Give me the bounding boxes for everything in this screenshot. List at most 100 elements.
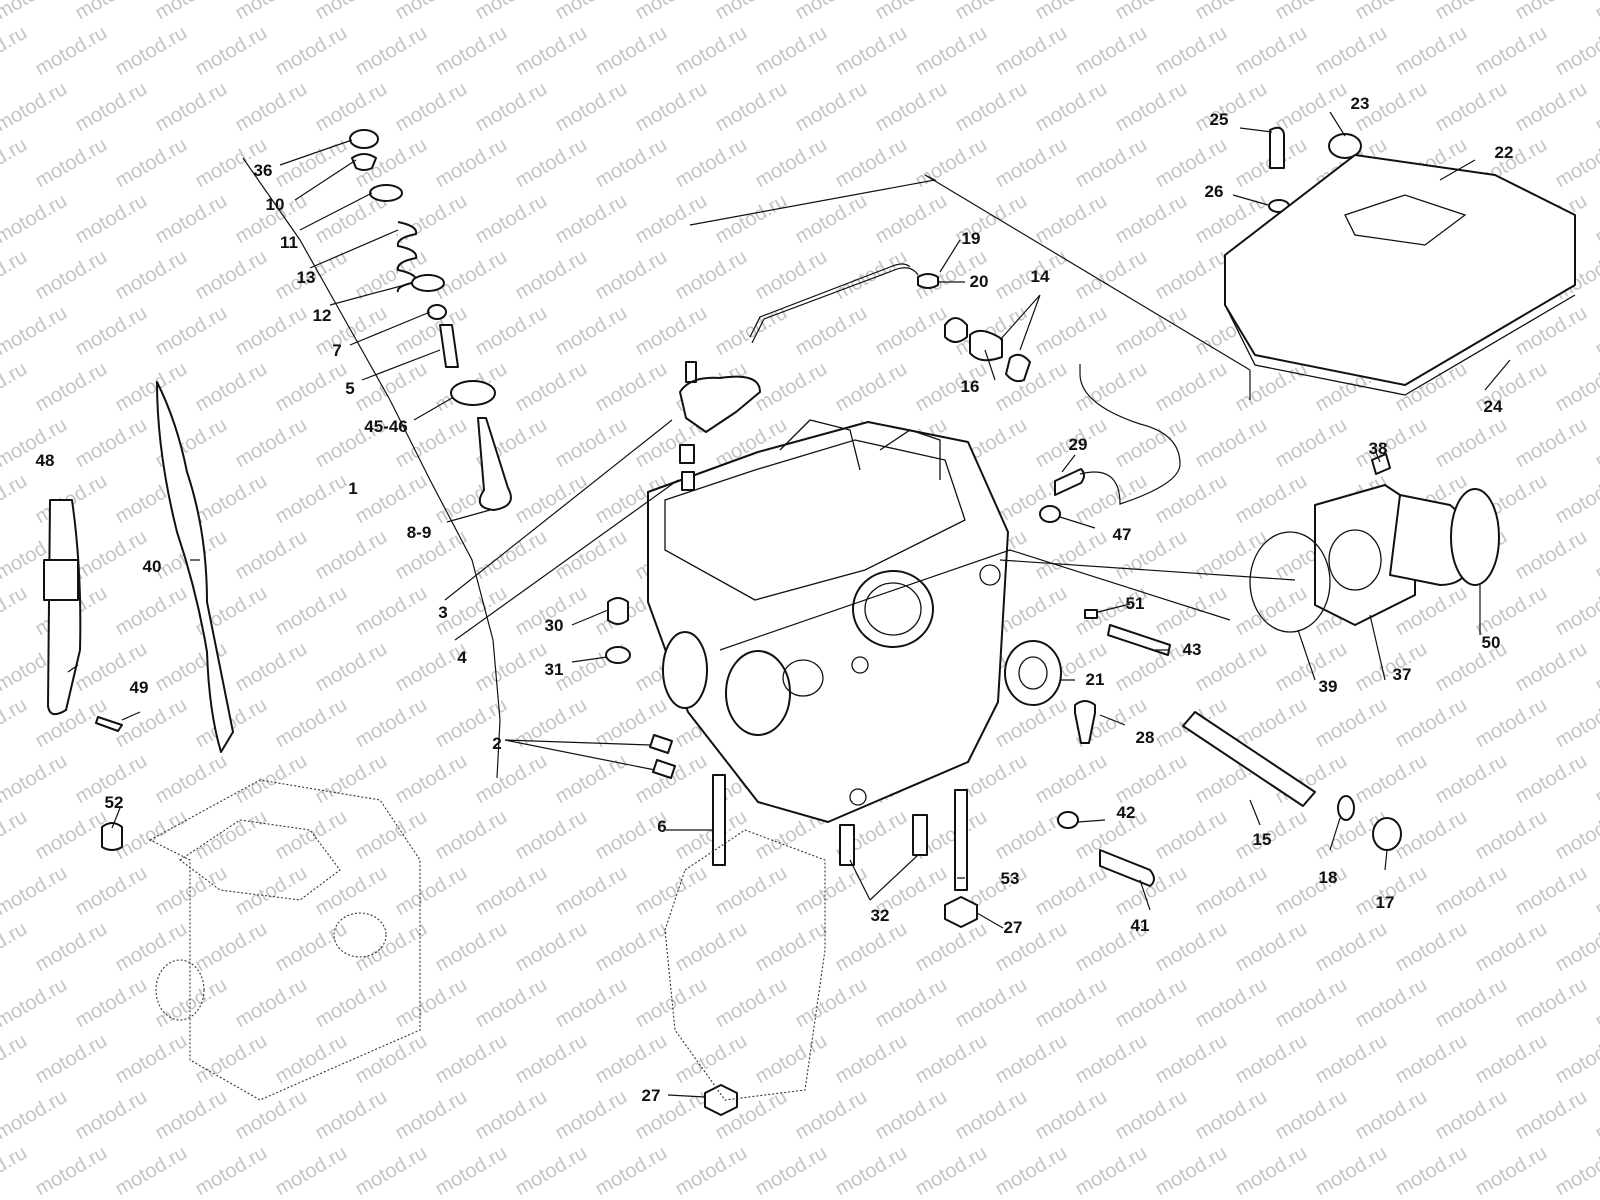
watermark-text: motod.ru (0, 694, 31, 753)
plug-52 (101, 822, 123, 851)
callout-32: 32 (871, 906, 890, 925)
callout-3: 3 (438, 603, 447, 622)
watermark-text: motod.ru (32, 358, 111, 417)
watermark-text: motod.ru (832, 134, 911, 193)
watermark-text: motod.ru (72, 1086, 151, 1145)
watermark-text: motod.ru (1232, 470, 1311, 529)
watermark-text: motod.ru (232, 974, 311, 1033)
watermark-text: motod.ru (992, 134, 1071, 193)
watermark-text: motod.ru (32, 1142, 111, 1200)
watermark-text: motod.ru (1272, 414, 1351, 473)
watermark-text: motod.ru (392, 638, 471, 697)
watermark-text: motod.ru (512, 246, 591, 305)
watermark-text: motod.ru (552, 190, 631, 249)
watermark-text: motod.ru (32, 246, 111, 305)
watermark-text: motod.ru (192, 358, 271, 417)
watermark-text: motod.ru (32, 806, 111, 865)
watermark-text: motod.ru (1592, 750, 1600, 809)
stud-6 (712, 774, 726, 866)
watermark-text: motod.ru (1472, 1030, 1551, 1089)
watermark-text: motod.ru (512, 134, 591, 193)
bolt-25 (1269, 126, 1285, 169)
watermark-text: motod.ru (0, 246, 31, 305)
watermark-text: motod.ru (272, 1142, 351, 1200)
watermark-text: motod.ru (952, 974, 1031, 1033)
watermark-text: motod.ru (1312, 694, 1391, 753)
watermark-text: motod.ru (392, 190, 471, 249)
callout-53: 53 (1001, 869, 1020, 888)
watermark-text: motod.ru (1472, 806, 1551, 865)
watermark-text: motod.ru (352, 582, 431, 641)
cylinder-head-reference-outline (101, 779, 421, 1101)
watermark-text: motod.ru (1032, 862, 1111, 921)
callout-38: 38 (1369, 439, 1388, 458)
callout-10: 10 (266, 195, 285, 214)
watermark-text: motod.ru (512, 22, 591, 81)
cylinder-head (647, 419, 1009, 823)
watermark-text: motod.ru (0, 134, 31, 193)
watermark-text: motod.ru (792, 78, 871, 137)
watermark-text: motod.ru (1472, 694, 1551, 753)
watermark-text: motod.ru (112, 1030, 191, 1089)
watermark-text: motod.ru (1552, 470, 1600, 529)
valve-cap-36 (349, 129, 379, 149)
leader-lines (67, 111, 1511, 1098)
watermark-text: motod.ru (192, 1030, 271, 1089)
watermark-text: motod.ru (0, 582, 31, 641)
watermark-text: motod.ru (392, 0, 471, 24)
callout-25: 25 (1210, 110, 1229, 129)
watermark-text: motod.ru (392, 1086, 471, 1145)
valve-cover-assembly (1224, 126, 1576, 396)
watermark-text: motod.ru (1152, 358, 1231, 417)
valve-keeper-10 (351, 153, 377, 171)
watermark-text: motod.ru (712, 302, 791, 361)
shaft-15 (1182, 711, 1316, 807)
watermark-text: motod.ru (432, 1030, 511, 1089)
watermark-text: motod.ru (352, 1030, 431, 1089)
watermark-text: motod.ru (352, 22, 431, 81)
watermark-text: motod.ru (1272, 78, 1351, 137)
watermark-text: motod.ru (1392, 22, 1471, 81)
watermark-text: motod.ru (552, 974, 631, 1033)
watermark-text: motod.ru (952, 0, 1031, 24)
watermark-text: motod.ru (1312, 918, 1391, 977)
watermark-text: motod.ru (1592, 302, 1600, 361)
watermark-text: motod.ru (472, 78, 551, 137)
intake-port (662, 631, 708, 709)
watermark-text: motod.ru (1512, 750, 1591, 809)
watermark-text: motod.ru (912, 918, 991, 977)
callout-39: 39 (1319, 677, 1338, 696)
watermark-text: motod.ru (1432, 0, 1511, 24)
watermark-text: motod.ru (992, 806, 1071, 865)
watermark-text: motod.ru (1272, 974, 1351, 1033)
callout-27-upper: 27 (1004, 918, 1023, 937)
sensor-wire (1079, 364, 1181, 505)
watermark-text: motod.ru (1592, 862, 1600, 921)
watermark-text: motod.ru (1032, 0, 1111, 24)
watermark-text: motod.ru (1032, 526, 1111, 585)
watermark-text: motod.ru (1392, 1030, 1471, 1089)
watermark-text: motod.ru (1552, 358, 1600, 417)
watermark-text: motod.ru (472, 750, 551, 809)
watermark-text: motod.ru (312, 526, 391, 585)
callout-45-46: 45-46 (364, 417, 407, 436)
watermark-text: motod.ru (712, 974, 791, 1033)
watermark-text: motod.ru (0, 358, 31, 417)
watermark-text: motod.ru (0, 918, 31, 977)
watermark-text: motod.ru (1072, 1030, 1151, 1089)
watermark-text: motod.ru (1032, 974, 1111, 1033)
collar-3-4 (679, 444, 695, 491)
watermark-text: motod.ru (0, 470, 31, 529)
watermark-text: motod.ru (1592, 526, 1600, 585)
watermark-text: motod.ru (32, 134, 111, 193)
watermark-text: motod.ru (152, 1086, 231, 1145)
watermark-text: motod.ru (432, 134, 511, 193)
watermark-text: motod.ru (1192, 78, 1271, 137)
watermark-text: motod.ru (792, 0, 871, 24)
bolt-41 (1099, 849, 1155, 887)
watermark-text: motod.ru (0, 302, 71, 361)
watermark-text: motod.ru (1552, 806, 1600, 865)
watermark-text: motod.ru (192, 22, 271, 81)
adjuster-set-14-16 (944, 317, 1031, 383)
watermark-text: motod.ru (272, 1030, 351, 1089)
